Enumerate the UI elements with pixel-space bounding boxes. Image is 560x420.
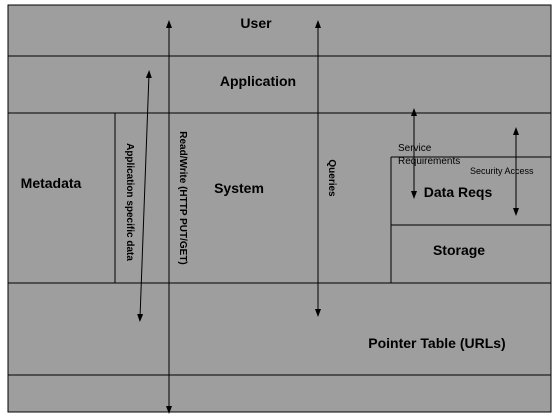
system-layer-label: System [214, 180, 264, 196]
service-requirements-label-line1: Service [398, 143, 432, 154]
metadata-label: Metadata [21, 175, 82, 191]
application-specific-data-arrow [137, 70, 152, 322]
diagram-background [7, 4, 552, 413]
read-write-label: Read/Write (HTTP PUT/GET) [177, 131, 188, 265]
user-layer-label: User [240, 15, 272, 31]
application-layer-label: Application [220, 73, 296, 89]
security-access-label: Security Access [470, 166, 534, 176]
pointer-table-label: Pointer Table (URLs) [368, 335, 505, 351]
data-reqs-label: Data Reqs [424, 184, 493, 200]
service-requirements-label-line2: Requirements [398, 156, 460, 167]
application-specific-data-label: Application specific data [124, 143, 135, 261]
queries-label: Queries [326, 159, 337, 197]
storage-label: Storage [433, 242, 485, 258]
